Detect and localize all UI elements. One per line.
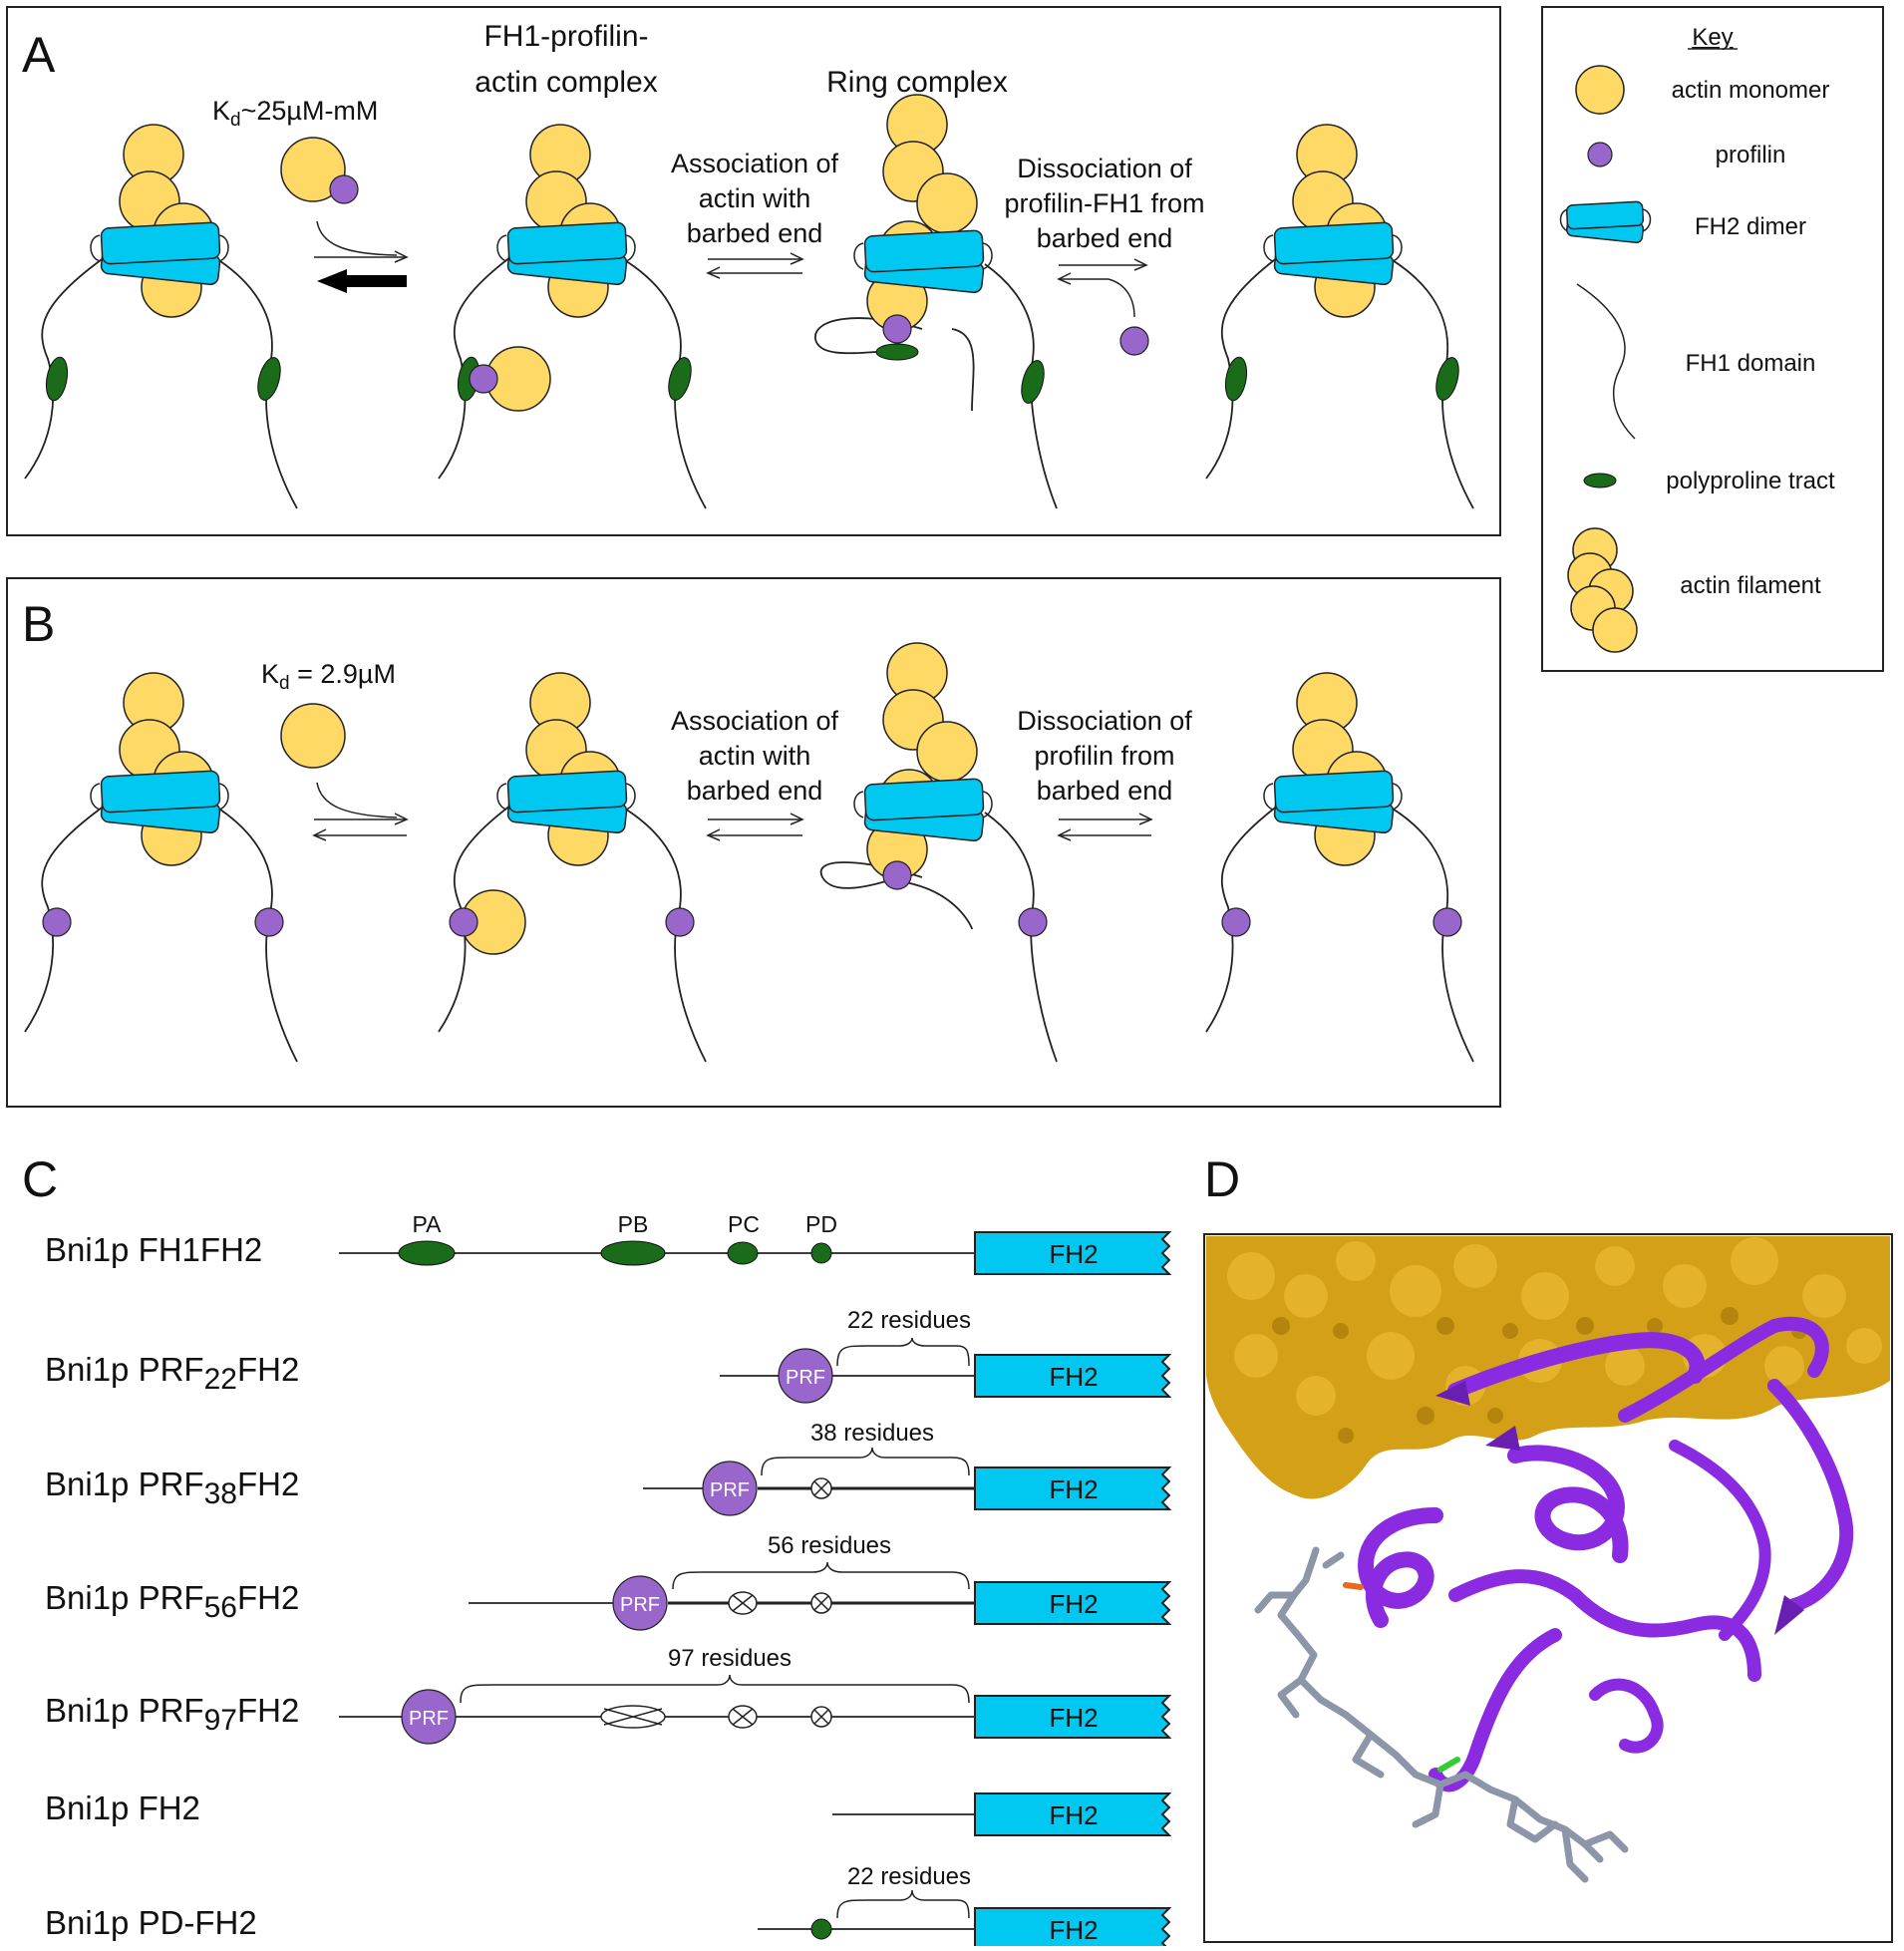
fh2-label-2: FH2	[1049, 1362, 1098, 1392]
panel-d: D	[1203, 1151, 1893, 1943]
ring-title: Ring complex	[826, 66, 1008, 99]
tract-pa-label: PA	[413, 1211, 443, 1237]
svg-text:Kd = 2.9µM: Kd = 2.9µM	[261, 659, 396, 694]
tract-pa	[398, 1240, 456, 1266]
formin-unit-a4	[1205, 124, 1474, 509]
ribbon-arrowheads	[1435, 1381, 1804, 1635]
construct-label-6: Bni1p FH2	[45, 1789, 200, 1826]
tract-pd	[810, 1242, 832, 1264]
panel-c: C Bni1p FH1FH2 PA PB PC PD FH2 Bni1p PRF…	[22, 1151, 1170, 1951]
key-item-fh1: FH1 domain	[1686, 350, 1816, 377]
key-polyproline-icon	[1583, 473, 1617, 488]
kd-a-sub: d	[230, 110, 241, 131]
key-title: Key	[1692, 24, 1733, 51]
key-fh2-icon	[1559, 200, 1652, 244]
fh2-label-7: FH2	[1049, 1915, 1098, 1945]
step-a2-l3: barbed end	[687, 218, 823, 248]
key-item-filament: actin filament	[1680, 572, 1821, 599]
key-item-polyproline: polyproline tract	[1666, 468, 1835, 494]
residues-label-22b: 22 residues	[847, 1863, 971, 1890]
panel-b-letter: B	[22, 596, 55, 652]
orange-bond	[1343, 1582, 1364, 1590]
step-b3-l2: profilin from	[1034, 741, 1174, 771]
svg-text:PRF: PRF	[409, 1708, 449, 1730]
panel-d-letter: D	[1204, 1151, 1240, 1207]
panel-a-letter: A	[22, 27, 56, 83]
svg-text:Kd~25µM-mM: Kd~25µM-mM	[212, 96, 378, 131]
step-a3-l2: profilin-FH1 from	[1004, 188, 1204, 218]
green-bond	[1437, 1757, 1460, 1773]
complex-title-2: actin complex	[475, 66, 657, 99]
svg-text:PRF: PRF	[710, 1479, 750, 1501]
key-actin-icon	[1575, 65, 1625, 115]
panel-b: B Kd = 2.9µM Association of act	[6, 577, 1501, 1108]
kd-a-value: ~25µM-mM	[241, 96, 379, 126]
step-a2-l2: actin with	[699, 183, 811, 213]
ring-complex-b	[819, 642, 1058, 1063]
key-item-profilin: profilin	[1716, 142, 1786, 168]
formin-unit-b4	[1205, 672, 1474, 1063]
profilin-ribbon	[1357, 1316, 1854, 1792]
panel-c-letter: C	[22, 1151, 58, 1207]
step-a3-l3: barbed end	[1037, 223, 1173, 253]
residues-label-97: 97 residues	[668, 1645, 792, 1672]
construct-label-1: Bni1p FH1FH2	[45, 1231, 262, 1268]
ring-complex-a: Ring complex	[814, 66, 1058, 509]
formin-unit-b1	[24, 672, 298, 1063]
kd-b-prefix: K	[261, 659, 279, 689]
profilin-a1	[329, 174, 359, 204]
tract-pd-label: PD	[805, 1211, 837, 1237]
svg-text:PRF: PRF	[620, 1594, 660, 1616]
kd-b-sub: d	[279, 673, 290, 694]
formin-unit-b2	[438, 672, 707, 1063]
tract-pd-only	[810, 1918, 832, 1940]
step-b2-l1: Association of	[671, 706, 839, 736]
construct-label-2: Bni1p PRF22FH2	[45, 1351, 299, 1396]
construct-label-5: Bni1p PRF97FH2	[45, 1692, 299, 1737]
construct-label-4: Bni1p PRF56FH2	[45, 1579, 299, 1624]
step-b3-l1: Dissociation of	[1017, 706, 1192, 736]
key-profilin-icon	[1587, 142, 1613, 167]
fh2-label-6: FH2	[1049, 1800, 1098, 1830]
fh2-label-5: FH2	[1049, 1703, 1098, 1733]
tract-pb	[600, 1240, 666, 1266]
residues-label-56: 56 residues	[768, 1532, 891, 1559]
kd-a-prefix: K	[212, 96, 230, 126]
fh2-label-1: FH2	[1049, 1239, 1098, 1269]
polyproline-sticks	[1254, 1546, 1629, 1883]
key-item-fh2: FH2 dimer	[1695, 213, 1806, 240]
prf-domain-3	[702, 1461, 758, 1516]
formin-unit-a2	[438, 124, 707, 509]
step-b3-l3: barbed end	[1037, 776, 1173, 806]
tract-pc	[727, 1241, 759, 1265]
key-fh1-icon	[1576, 283, 1636, 440]
construct-label-7: Bni1p PD-FH2	[45, 1904, 257, 1941]
step-b2-l3: barbed end	[687, 776, 823, 806]
prf-domain-2	[778, 1348, 833, 1404]
key-legend: Key actin monomer profilin FH2 dimer FH1…	[1541, 6, 1884, 672]
step-a2-l1: Association of	[671, 149, 839, 178]
step-b2-l2: actin with	[699, 741, 811, 771]
svg-text:PRF: PRF	[786, 1367, 825, 1389]
prf-domain-4	[612, 1575, 668, 1631]
kd-b-value: = 2.9µM	[290, 659, 396, 689]
residues-label-38: 38 residues	[810, 1420, 934, 1447]
prf-domain-5	[401, 1689, 457, 1745]
tract-pb-label: PB	[618, 1211, 649, 1237]
fh2-label-3: FH2	[1049, 1474, 1098, 1504]
panel-a: A Kd~25µM-mM FH1-profili	[6, 6, 1501, 536]
complex-title-1: FH1-profilin-	[483, 20, 648, 53]
construct-label-3: Bni1p PRF38FH2	[45, 1465, 299, 1510]
fh2-label-4: FH2	[1049, 1589, 1098, 1619]
formin-unit-a1	[24, 124, 298, 509]
step-a3-l1: Dissociation of	[1017, 154, 1192, 183]
key-filament-icon	[1567, 527, 1638, 653]
residues-label-22a: 22 residues	[847, 1307, 971, 1334]
tract-pc-label: PC	[728, 1211, 760, 1237]
key-item-actin: actin monomer	[1672, 77, 1830, 104]
